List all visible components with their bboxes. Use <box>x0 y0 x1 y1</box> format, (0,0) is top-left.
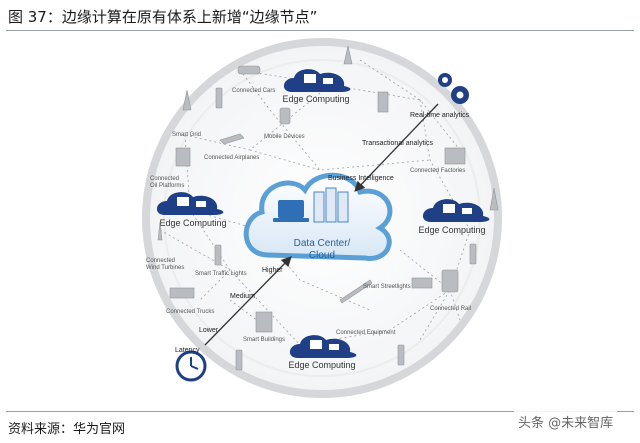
data-center-cloud: Data Center/ Cloud <box>243 172 393 261</box>
label-transactional-analytics: Transactional analytics <box>362 140 433 147</box>
pylon-icon <box>343 45 353 65</box>
gear-icon <box>438 73 469 104</box>
source-note: 资料来源：华为官网 <box>8 422 126 437</box>
center-label-line1: Data Center/ <box>294 238 351 249</box>
wind-turbine-icon <box>157 221 163 241</box>
label-connected-equipment: Connected Equipment <box>336 330 396 336</box>
label-business-intelligence: Business Intelligence <box>328 175 394 182</box>
label-smart-traffic-lights: Smart Traffic Lights <box>195 271 247 277</box>
label-lower: Lower <box>199 327 219 334</box>
server-rack-icon <box>313 187 349 223</box>
label-connected-oil-platforms-2: Oil Platforms <box>150 183 184 189</box>
crane-icon <box>339 279 373 304</box>
truck-icon <box>169 287 195 299</box>
edge-node-right: Edge Computing <box>418 199 490 235</box>
watermark: 头条 @未来智库 <box>514 410 618 433</box>
analytics-arrow <box>354 103 439 192</box>
label-connected-airplanes: Connected Airplanes <box>204 155 259 161</box>
label-higher: Higher <box>262 267 283 274</box>
edge-node-label: Edge Computing <box>418 225 485 235</box>
phone-icon <box>279 107 291 125</box>
label-medium: Medium <box>230 293 255 300</box>
device-icons <box>157 45 499 371</box>
train-icon <box>441 269 459 293</box>
pylon-icon <box>489 187 499 211</box>
label-mobile-devices: Mobile Devices <box>264 134 305 140</box>
edge-node-label: Edge Computing <box>159 218 226 228</box>
label-connected-trucks: Connected Trucks <box>166 309 214 315</box>
label-connected-wind-turbines-1: Connected <box>146 258 175 264</box>
edge-node-top: Edge Computing <box>282 69 351 104</box>
traffic-light-icon <box>397 344 405 366</box>
label-smart-buildings: Smart Buildings <box>243 337 285 343</box>
edge-node-label: Edge Computing <box>288 360 355 370</box>
label-connected-cars: Connected Cars <box>232 88 275 94</box>
building-icon <box>255 311 273 333</box>
footer-divider <box>6 411 634 412</box>
edge-node-label: Edge Computing <box>282 94 349 104</box>
streetlight-icon <box>411 277 433 289</box>
label-connected-oil-platforms-1: Connected <box>150 176 179 182</box>
label-smart-streetlights: Smart Streetlights <box>363 284 411 290</box>
label-connected-wind-turbines-2: Wind Turbines <box>146 265 184 271</box>
center-label-line2: Cloud <box>309 250 335 261</box>
label-latency: Latency <box>175 347 200 354</box>
car-icon <box>237 65 261 75</box>
label-realtime-analytics: Real-time analytics <box>410 112 470 119</box>
traffic-light-icon <box>215 87 223 109</box>
laptop-icon <box>278 200 304 218</box>
latency-arrow <box>204 256 292 346</box>
title-divider <box>6 30 634 31</box>
edge-node-bottom: Edge Computing <box>288 335 357 370</box>
title-bar: 图 37：边缘计算在原有体系上新增“边缘节点” <box>0 0 640 30</box>
oil-platform-icon <box>175 147 191 167</box>
edge-node-left: Edge Computing <box>156 192 227 228</box>
pylon-icon <box>182 89 192 111</box>
factory-icon <box>444 147 466 165</box>
label-connected-rail: Connected Rail <box>430 306 471 312</box>
traffic-light-icon <box>235 349 243 371</box>
traffic-light-icon <box>469 243 477 265</box>
clock-icon <box>175 350 207 382</box>
figure-title: 图 37：边缘计算在原有体系上新增“边缘节点” <box>8 8 318 26</box>
label-connected-factories: Connected Factories <box>410 168 465 174</box>
traffic-light-icon <box>214 244 222 266</box>
label-smart-grid: Smart Grid <box>172 132 201 138</box>
oil-rig-icon <box>377 91 389 113</box>
airplane-icon <box>219 133 245 145</box>
